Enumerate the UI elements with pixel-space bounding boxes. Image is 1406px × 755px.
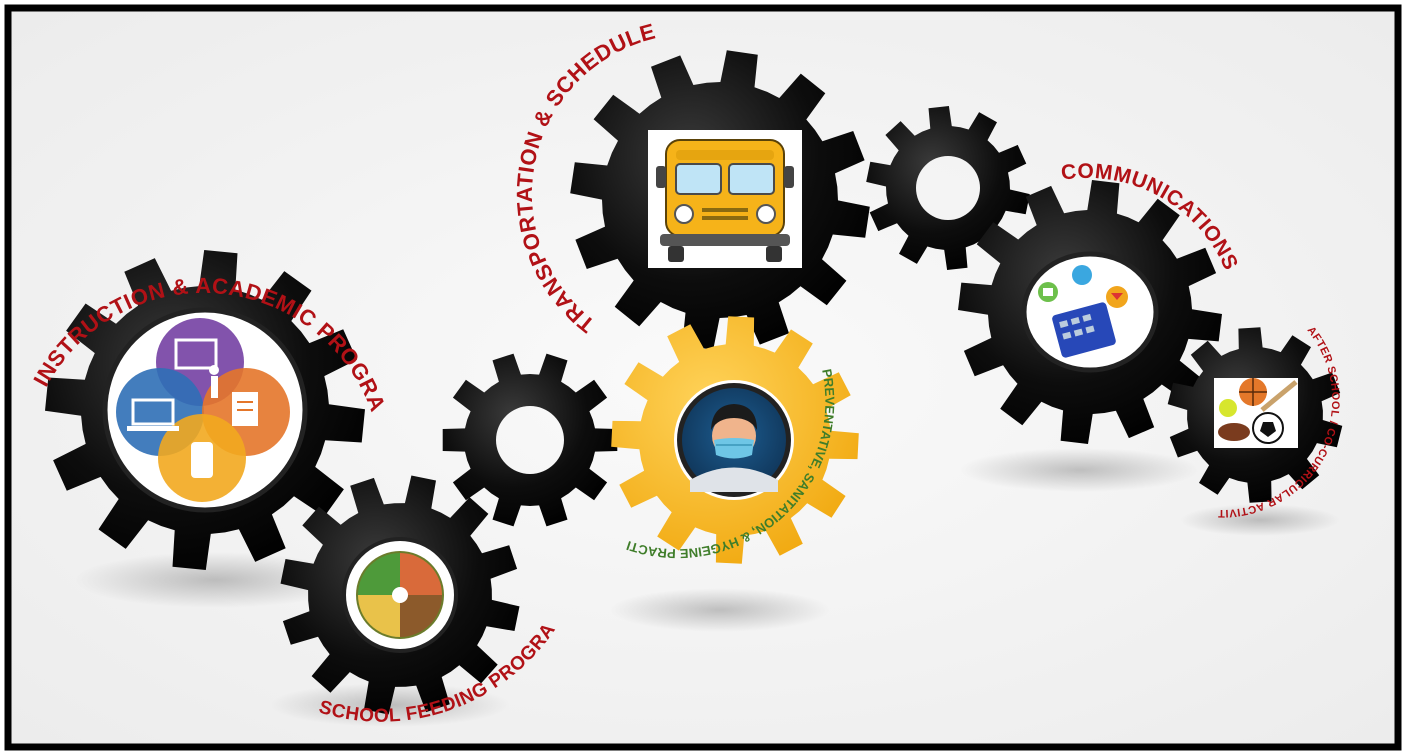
smartphone-apps-icon: [1021, 251, 1159, 373]
food-plate-icon: [342, 537, 458, 653]
sports-balls-icon: [1214, 378, 1298, 448]
small-gear-middle: [442, 353, 618, 527]
school-bus-icon: [648, 130, 802, 268]
instruction-venn-icon: [102, 307, 308, 513]
masked-person-icon: [674, 380, 794, 500]
